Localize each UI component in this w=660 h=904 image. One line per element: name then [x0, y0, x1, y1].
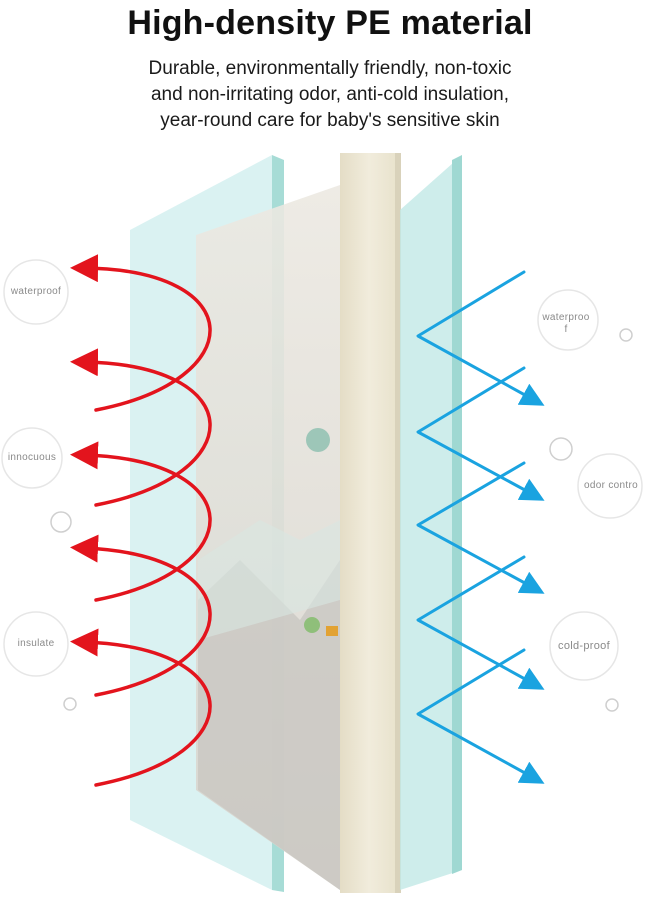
badge-waterproof-left-circle — [3, 259, 69, 325]
bubble-decoration — [63, 697, 77, 711]
foam-core-edge — [395, 153, 401, 893]
red-curved-arrow-icon — [70, 348, 212, 507]
badge-label-cold-proof: cold-proof — [558, 640, 610, 652]
bubble-decoration — [605, 698, 619, 712]
blue-zigzag-arrow-icon — [416, 555, 545, 690]
mat-scene-hill — [198, 560, 340, 890]
mat-scene-grass — [198, 520, 340, 640]
badge-innocuous-circle — [1, 427, 63, 489]
badge-label-odor-control: odor contro — [584, 480, 638, 491]
bubble-decoration — [50, 511, 72, 533]
heat-arrows — [70, 254, 212, 787]
mat-house — [326, 626, 338, 636]
badge-label-insulate: insulate — [17, 638, 55, 649]
bubble-decoration — [549, 437, 573, 461]
badge-cold-proof-circle — [549, 611, 619, 681]
mat-tree — [304, 617, 320, 633]
blue-zigzag-arrow-icon — [416, 648, 545, 784]
badge-waterproof-right-circle — [537, 289, 599, 351]
right-glass-edge — [452, 155, 462, 874]
subtitle-line-2: and non-irritating odor, anti-cold insul… — [150, 84, 510, 105]
red-curved-arrow-icon — [70, 254, 212, 412]
right-glass-pane — [400, 155, 462, 890]
badge-label-waterproof-left: waterproof — [10, 286, 62, 297]
subtitle-line-3: year-round care for baby's sensitive ski… — [160, 110, 500, 131]
page-title: High-density PE material — [127, 4, 533, 42]
foam-core-layer — [340, 153, 398, 893]
red-curved-arrow-icon — [70, 534, 212, 697]
badge-odor-control-circle — [577, 453, 643, 519]
red-curved-arrow-icon — [70, 628, 212, 787]
red-curved-arrow-icon — [70, 441, 212, 602]
page-subtitle: Durable, environmentally friendly, non-t… — [60, 56, 600, 134]
cold-arrows — [416, 270, 545, 784]
badge-insulate-circle — [3, 611, 69, 677]
badge-label-waterproof-right: waterproo f — [542, 312, 590, 335]
blue-zigzag-arrow-icon — [416, 461, 545, 594]
badge-label-innocuous: innocuous — [7, 452, 57, 463]
mat-tree — [306, 428, 330, 452]
bubble-decoration — [619, 328, 633, 342]
blue-zigzag-arrow-icon — [416, 270, 545, 406]
blue-zigzag-arrow-icon — [416, 366, 545, 501]
subtitle-line-1: Durable, environmentally friendly, non-t… — [148, 58, 512, 79]
